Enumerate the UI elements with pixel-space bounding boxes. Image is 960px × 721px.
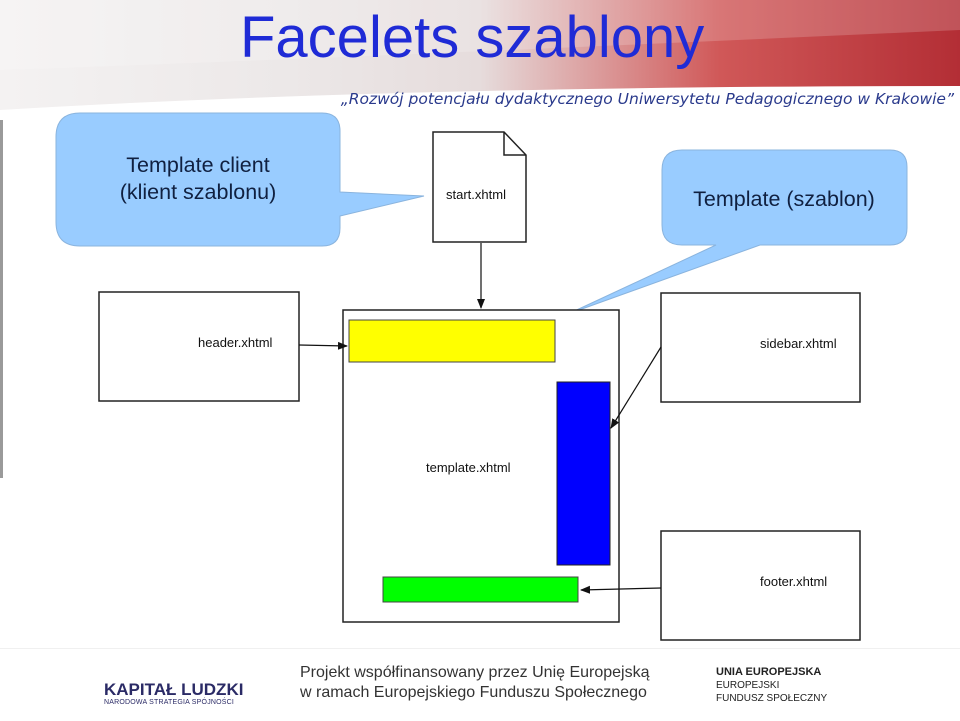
template-label: Template (szablon) (693, 187, 875, 211)
header-file-box (98, 291, 300, 402)
ue-line-1: UNIA EUROPEJSKA (716, 666, 822, 678)
page-title: Facelets szablony (240, 5, 705, 70)
template-client-line2: (klient szablonu) (119, 180, 277, 204)
template-file-label: template.xhtml (426, 460, 511, 475)
ue-line-3: FUNDUSZ SPOŁECZNY (716, 693, 828, 704)
kapital-ludzki-subtitle: NARODOWA STRATEGIA SPÓJNOŚCI (104, 699, 235, 706)
sidebar-arrow (610, 346, 662, 429)
header-file-label: header.xhtml (198, 335, 273, 350)
kapital-ludzki-title: KAPITAŁ LUDZKI (104, 680, 244, 699)
footer-bar (0, 648, 960, 721)
template-callout (567, 149, 908, 315)
start-file-label: start.xhtml (446, 187, 506, 202)
project-line-2: w ramach Europejskiego Funduszu Społeczn… (300, 684, 647, 701)
ue-line-2: EUROPEJSKI (716, 680, 780, 691)
left-edge-bar (0, 120, 3, 478)
start-document-icon (432, 131, 527, 243)
footer-arrow (580, 585, 662, 594)
footer-file-label: footer.xhtml (760, 574, 828, 589)
sidebar-file-label: sidebar.xhtml (760, 336, 837, 351)
template-client-callout (55, 112, 425, 247)
header-banner: Facelets szablony „Rozwój potencjału dyd… (0, 0, 960, 120)
page-subtitle: „Rozwój potencjału dydaktycznego Uniwers… (340, 90, 954, 108)
footer-file-box (660, 530, 861, 641)
template-client-label: Template client (klient szablonu) (60, 152, 336, 206)
footer-block (382, 576, 579, 603)
banner-wedge-shape (0, 0, 960, 120)
template-client-line1: Template client (126, 153, 270, 177)
sidebar-block (556, 381, 611, 566)
project-line-1: Projekt współfinansowany przez Unię Euro… (300, 664, 650, 681)
header-block (348, 319, 556, 363)
header-arrow (298, 341, 348, 350)
